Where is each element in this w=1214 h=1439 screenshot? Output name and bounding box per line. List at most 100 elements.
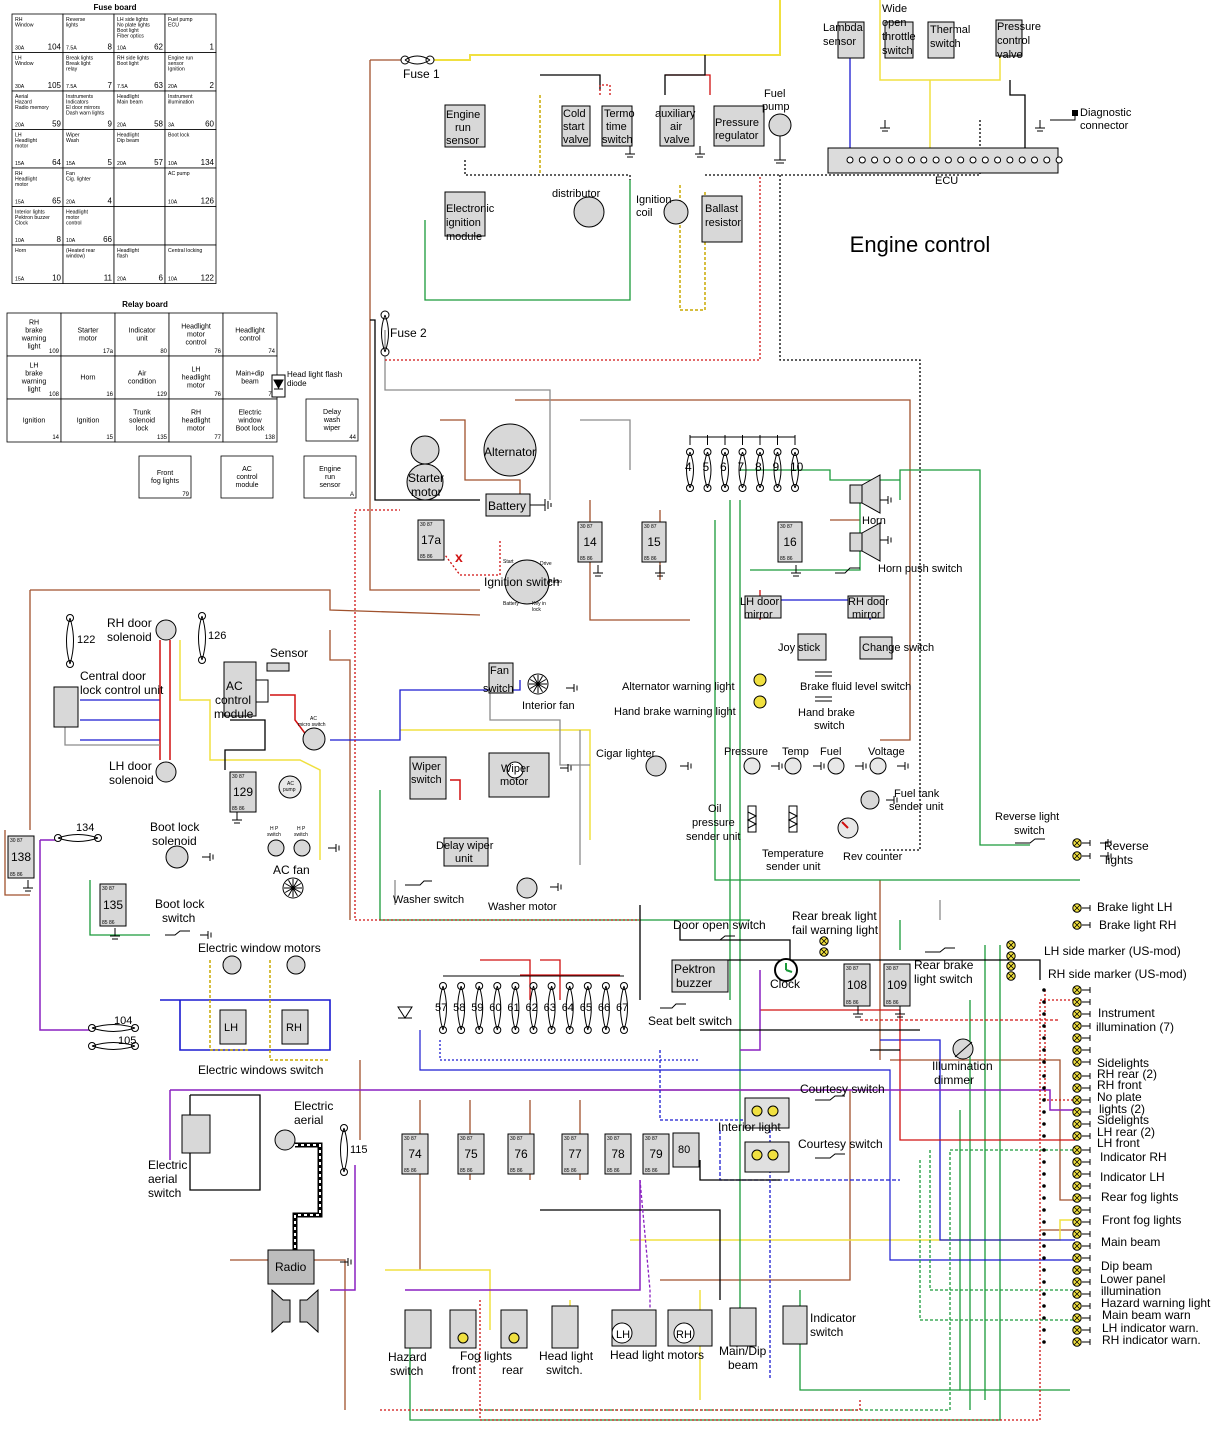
electric-window-motors-label: Electric window motors bbox=[198, 941, 321, 955]
fuse-cell-amp: 10A bbox=[15, 238, 25, 244]
fuse-cell-number: 134 bbox=[201, 158, 215, 167]
voltage-gauge: Voltage bbox=[868, 746, 905, 775]
ignition-switch[interactable]: Ignition switch Start Drive Radio Batter… bbox=[484, 559, 562, 613]
door-open-switch[interactable] bbox=[705, 935, 735, 941]
fuse-board-cell bbox=[164, 206, 217, 246]
lamp-icon bbox=[1072, 1205, 1082, 1215]
courtesy-switch-2[interactable] bbox=[815, 1153, 845, 1159]
wire-dotted bbox=[464, 120, 981, 180]
fuse-number: 6 bbox=[720, 460, 727, 474]
relay-pins: 85 86 bbox=[580, 556, 593, 562]
fuse-symbol bbox=[773, 448, 782, 492]
courtesy-switch-1[interactable] bbox=[815, 1095, 845, 1101]
fuse-cell-text: No plate lights bbox=[117, 23, 150, 29]
joy-stick[interactable]: Joy stick bbox=[778, 633, 827, 661]
washer-switch[interactable] bbox=[405, 880, 432, 886]
wire-black bbox=[224, 719, 266, 770]
fog-lights-rear-switch[interactable]: rear bbox=[500, 1309, 528, 1377]
ecu-pin bbox=[957, 156, 965, 164]
ground-symbol bbox=[1082, 1231, 1091, 1237]
reverse-light-switch[interactable] bbox=[1015, 838, 1045, 844]
lamp-label: Front fog lights bbox=[1102, 1213, 1181, 1227]
svg-text:rear: rear bbox=[502, 1363, 523, 1377]
boot-lock-switch[interactable] bbox=[165, 930, 190, 936]
fuse-cell-number: 58 bbox=[154, 120, 163, 129]
junction-dot bbox=[1042, 1036, 1046, 1040]
wire-blue bbox=[80, 699, 160, 741]
relay-cell-text: LH bbox=[192, 367, 201, 374]
lamp-icon bbox=[1072, 1265, 1082, 1275]
wire-dotted bbox=[385, 175, 761, 361]
lamp-icon bbox=[1072, 1325, 1082, 1335]
fuse-number: 105 bbox=[118, 1035, 136, 1047]
relay-extra-number: 44 bbox=[349, 435, 356, 441]
page-title: Engine control bbox=[850, 232, 991, 257]
ecu-pin bbox=[920, 156, 928, 164]
fuse-cell-text: LH bbox=[15, 56, 22, 62]
lamp-icon bbox=[1072, 1313, 1082, 1323]
wire-blue bbox=[330, 680, 521, 741]
fuse-symbol bbox=[88, 1024, 139, 1032]
lamp-label: Indicator RH bbox=[1100, 1150, 1167, 1164]
fuse-1: Fuse 1 bbox=[400, 55, 440, 81]
lh-window-switch[interactable]: LH bbox=[219, 1009, 247, 1045]
fuse-cell-text: flash bbox=[117, 254, 128, 260]
fuse-symbol bbox=[66, 614, 74, 668]
radio[interactable]: Radio bbox=[267, 1249, 315, 1285]
svg-text:Sensor: Sensor bbox=[270, 646, 308, 660]
fuse-symbol bbox=[791, 448, 799, 492]
fuse-symbol bbox=[457, 982, 466, 1034]
horn-push-switch[interactable] bbox=[835, 567, 860, 574]
relay-cell-number: 76 bbox=[214, 392, 221, 398]
wire-purple bbox=[740, 970, 761, 1051]
rear-brake-light-switch[interactable] bbox=[925, 947, 955, 953]
fuse-symbol bbox=[88, 1042, 139, 1050]
ground-symbol bbox=[855, 762, 867, 770]
side-marker-lamp-icon bbox=[1006, 961, 1016, 971]
fuse-cell-number: 64 bbox=[52, 158, 61, 167]
change-switch[interactable]: Change switch bbox=[859, 636, 934, 660]
fuse-cell-text: Horn bbox=[15, 248, 26, 254]
svg-text:Washer motor: Washer motor bbox=[488, 901, 557, 913]
fuse-cell-text: Interior lights bbox=[15, 210, 45, 216]
brake-fluid-switch[interactable] bbox=[815, 671, 832, 702]
fuse-cell-text: ECU bbox=[168, 23, 179, 29]
ground-symbol bbox=[1035, 120, 1045, 132]
fuse-cell-number: 8 bbox=[57, 235, 62, 244]
lamp-icon bbox=[1072, 1057, 1082, 1067]
junction-dot bbox=[1042, 1280, 1046, 1284]
seat-belt-switch[interactable] bbox=[660, 1003, 686, 1009]
ground-symbol bbox=[655, 565, 665, 577]
relay-number: 79 bbox=[649, 1147, 663, 1161]
lamp-icon bbox=[1072, 997, 1082, 1007]
relay-pins: 85 86 bbox=[10, 872, 23, 878]
rh-window-switch[interactable]: RH bbox=[281, 1009, 309, 1045]
wire-grey bbox=[580, 419, 631, 470]
